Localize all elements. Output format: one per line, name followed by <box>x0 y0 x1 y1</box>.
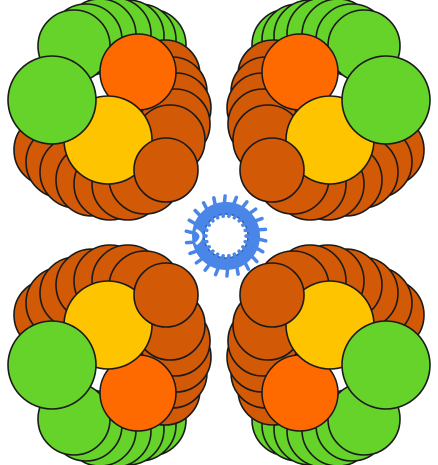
dark-orange-sphere <box>240 138 304 202</box>
coil-strand <box>227 256 229 276</box>
green-sphere <box>342 56 430 144</box>
cluster-bottom-right <box>227 245 430 465</box>
coiled-ring-icon <box>186 196 265 276</box>
cluster-top-left <box>8 0 211 220</box>
green-sphere <box>342 321 430 409</box>
dark-orange-sphere <box>240 263 304 327</box>
green-sphere <box>8 321 96 409</box>
cluster-top-right <box>227 0 430 220</box>
dark-orange-sphere <box>134 138 198 202</box>
dark-orange-sphere <box>134 263 198 327</box>
coil-strand <box>245 229 265 230</box>
coil-strand <box>223 196 225 216</box>
green-sphere <box>8 56 96 144</box>
cluster-bottom-left <box>8 245 211 465</box>
